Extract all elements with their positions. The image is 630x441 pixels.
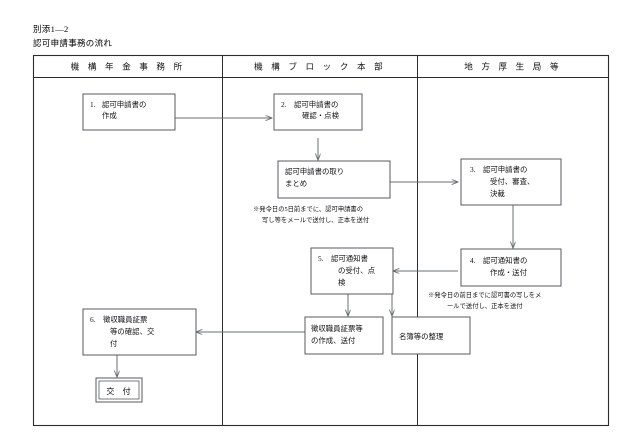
node-koufu-inner-box xyxy=(98,380,140,400)
node-torimatome-line-1: 認可申請書の取り xyxy=(285,167,344,176)
document-title: 認可申請事務の流れ xyxy=(33,38,113,48)
note-kousei-deadline: ※発令日の前日までに認可書の写しをメ ールで送付し、正本を送付 xyxy=(428,290,541,310)
node-2-number: 2. xyxy=(281,100,287,109)
node-2-line-1: 認可申請書の xyxy=(294,100,338,109)
note-block-line-1: ※発令日の5日前までに、認可申請書の xyxy=(253,204,363,213)
node-1-number: 1. xyxy=(90,100,96,109)
document-ref-number: 別添1—2 xyxy=(33,24,69,34)
node-1-line-1: 認可申請書の xyxy=(102,100,146,109)
node-meibo-seiri[interactable]: 名簿等の整理 xyxy=(391,316,471,355)
node-5-line-2: の受付、点 xyxy=(338,266,376,275)
node-2-ninka-shinseisho-kakunin-tenken[interactable]: 2. 認可申請書の 確認・点検 xyxy=(273,93,363,131)
node-shouhyou-line-2: の作成、送付 xyxy=(311,336,356,345)
note-block-line-2: 写し等をメールで送付し、正本を送付 xyxy=(262,215,369,224)
node-4-number: 4. xyxy=(470,256,476,265)
node-koufu-terminal[interactable]: 交 付 xyxy=(95,377,143,403)
node-1-ninka-shinseisho-sakusei[interactable]: 1. 認可申請書の 作成 xyxy=(82,93,176,131)
node-ninka-shinseisho-torimatome[interactable]: 認可申請書の取り まとめ xyxy=(277,160,391,199)
node-torimatome-line-2: まとめ xyxy=(285,179,307,188)
node-6-line-2: 等の確認、交 xyxy=(110,327,155,336)
diagram-frame xyxy=(32,54,610,427)
node-3-line-3: 決裁 xyxy=(490,189,505,198)
node-3-line-2: 受付、審査、 xyxy=(490,177,534,186)
column-header-kiko-block: 機 構 ブ ロ ッ ク 本 部 xyxy=(254,61,386,72)
node-shouhyou-box xyxy=(304,316,384,355)
node-4-box xyxy=(460,248,562,287)
node-meibo-line-1: 名簿等の整理 xyxy=(399,332,444,341)
node-3-box xyxy=(460,158,562,206)
node-4-line-1: 認可通知書の xyxy=(483,256,527,265)
node-4-line-2: 作成・送付 xyxy=(490,268,528,277)
node-6-number: 6. xyxy=(90,315,96,324)
column-header-kiko-nenkin: 機 構 年 金 事 務 所 xyxy=(71,61,186,72)
node-3-ninka-shinseisho-uketsuke-shinsa-kessai[interactable]: 3. 認可申請書の 受付、審査、 決裁 xyxy=(460,158,562,206)
column-header-chihou-kousei: 地 方 厚 生 局 等 xyxy=(464,61,562,72)
node-6-line-3: 付 xyxy=(110,339,118,348)
document-heading: 別添1—2 認可申請事務の流れ xyxy=(33,22,112,50)
node-1-box xyxy=(82,93,176,131)
node-1-line-2: 作成 xyxy=(102,111,117,120)
node-5-line-3: 検 xyxy=(338,278,346,287)
note-kousei-line-1: ※発令日の前日までに認可書の写しをメ xyxy=(428,290,541,299)
node-torimatome-box xyxy=(277,160,391,199)
node-6-line-1: 徴収職員証票 xyxy=(103,315,147,324)
note-block-deadline: ※発令日の5日前までに、認可申請書の 写し等をメールで送付し、正本を送付 xyxy=(253,204,369,224)
node-shouhyou-line-1: 徴収職員証票等 xyxy=(311,324,363,333)
node-5-number: 5. xyxy=(318,254,324,263)
node-koufu-outer-box xyxy=(95,377,143,403)
node-5-line-1: 認可通知書 xyxy=(331,254,368,263)
node-3-line-1: 認可申請書の xyxy=(483,165,527,174)
node-6-box xyxy=(82,308,197,356)
node-choushuu-shokuin-shouhyou-sakusei-soufu[interactable]: 徴収職員証票等 の作成、送付 xyxy=(304,316,384,355)
node-4-ninka-tsuuchisho-sakusei-soufu[interactable]: 4. 認可通知書の 作成・送付 xyxy=(460,248,562,287)
node-5-box xyxy=(310,247,394,295)
note-kousei-line-2: ールで送付し、正本を送付 xyxy=(447,301,523,310)
node-6-choushuu-shokuin-shouhyou-kakunin-koufu[interactable]: 6. 徴収職員証票 等の確認、交 付 xyxy=(82,308,197,356)
node-meibo-box xyxy=(391,316,471,355)
node-3-number: 3. xyxy=(470,165,476,174)
node-2-box xyxy=(273,93,363,131)
node-5-ninka-tsuuchisho-uketsuke-tenken[interactable]: 5. 認可通知書 の受付、点 検 xyxy=(310,247,394,295)
node-2-line-2: 確認・点検 xyxy=(302,111,340,120)
node-koufu-label: 交 付 xyxy=(106,386,133,396)
